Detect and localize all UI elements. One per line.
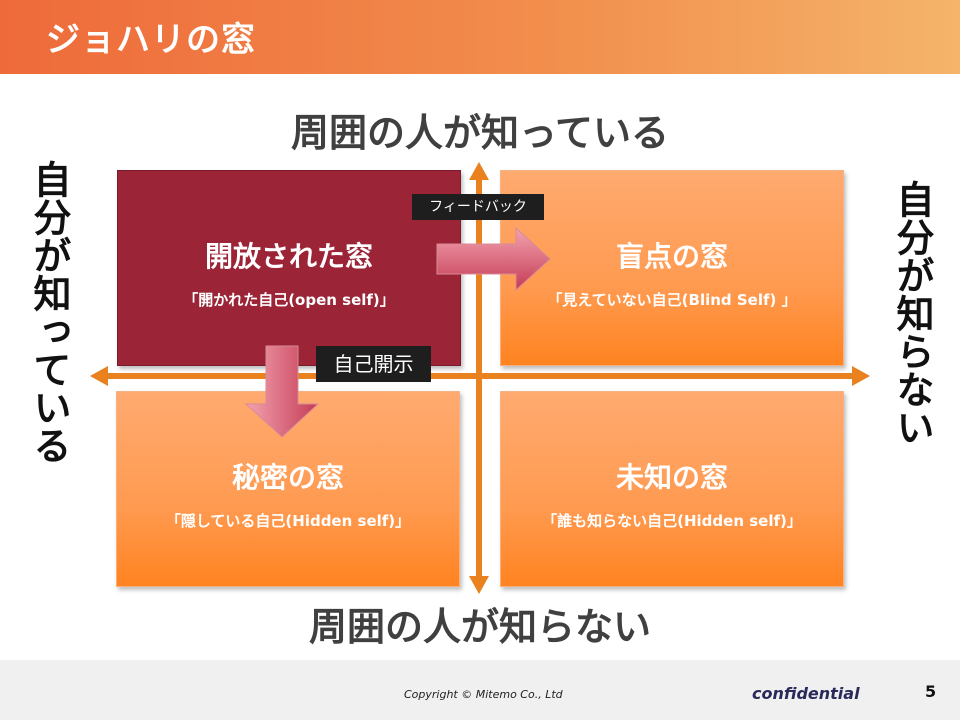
footer: Copyright © Mitemo Co., Ltd confidential… [0, 660, 960, 720]
unknown-window: 未知の窓 「誰も知らない自己(Hidden self)」 [500, 391, 844, 587]
axis-label-left: 自分が知っている [27, 160, 71, 464]
self-disclosure-arrow [244, 345, 320, 438]
self-disclosure-label: 自己開示 [316, 346, 431, 382]
unknown-window-title: 未知の窓 [615, 461, 728, 494]
axis-arrowhead-right [852, 366, 870, 386]
hidden-window: 秘密の窓 「隠している自己(Hidden self)」 [116, 391, 460, 587]
feedback-label: フィードバック [412, 194, 544, 220]
page-number: 5 [925, 682, 937, 701]
open-window: 開放された窓 「開かれた自己(open self)」 [117, 170, 461, 366]
blind-window-title: 盲点の窓 [615, 240, 728, 273]
axis-arrowhead-left [90, 366, 108, 386]
blind-window-subtitle: 「見えていない自己(Blind Self) 」 [547, 291, 797, 309]
axis-label-bottom: 周囲の人が知らない [308, 605, 651, 649]
unknown-window-subtitle: 「誰も知らない自己(Hidden self)」 [542, 512, 802, 530]
confidential-label: confidential [752, 684, 860, 703]
open-window-subtitle: 「開かれた自己(open self)」 [183, 291, 395, 309]
hidden-window-subtitle: 「隠している自己(Hidden self)」 [165, 512, 411, 530]
title-bar: ジョハリの窓 [0, 0, 960, 74]
feedback-arrow [436, 226, 551, 292]
blind-window: 盲点の窓 「見えていない自己(Blind Self) 」 [500, 170, 844, 366]
axis-label-top: 周囲の人が知っている [290, 111, 670, 155]
slide-title: ジョハリの窓 [46, 20, 256, 60]
copyright-text: Copyright © Mitemo Co., Ltd [404, 688, 563, 701]
axis-arrowhead-up [469, 162, 489, 180]
hidden-window-title: 秘密の窓 [231, 461, 344, 494]
axis-arrowhead-down [469, 576, 489, 594]
open-window-title: 開放された窓 [204, 240, 373, 273]
axis-label-right: 自分が知らない [890, 180, 934, 446]
vertical-axis [469, 162, 489, 594]
